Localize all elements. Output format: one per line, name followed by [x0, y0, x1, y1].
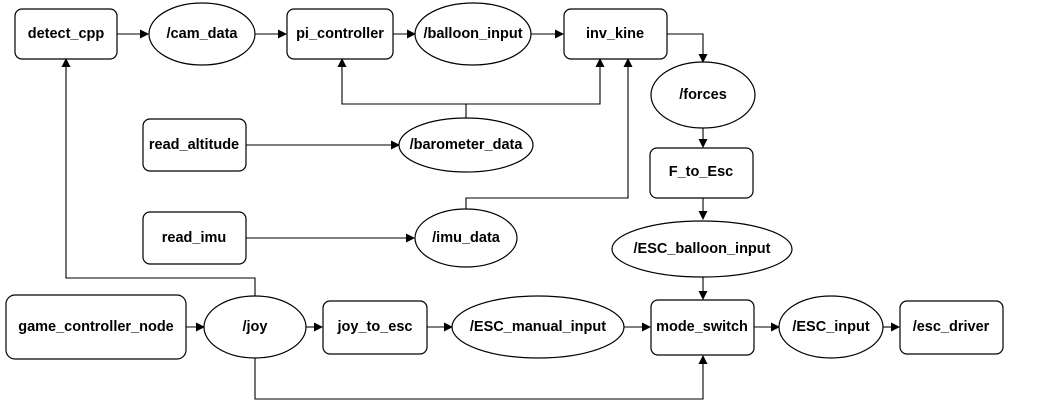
node-label: pi_controller	[296, 26, 384, 42]
node-esc-driver[interactable]: /esc_driver	[899, 300, 1004, 355]
node-label: joy_to_esc	[337, 319, 413, 335]
edge-barometer-data-to-pi-controller	[337, 58, 467, 118]
edges	[61, 29, 900, 400]
topic-label: /ESC_balloon_input	[634, 241, 771, 257]
node-mode-switch[interactable]: mode_switch	[650, 299, 755, 356]
node-label: detect_cpp	[28, 26, 105, 42]
node-read-altitude[interactable]: read_altitude	[142, 118, 247, 172]
topic-label: /imu_data	[432, 230, 501, 246]
node-detect-cpp[interactable]: detect_cpp	[14, 8, 118, 60]
topic-esc-input[interactable]: /ESC_input	[778, 295, 884, 359]
topic-cam-data[interactable]: /cam_data	[148, 2, 256, 66]
topic-label: /ESC_input	[792, 319, 870, 335]
topic-label: /barometer_data	[410, 137, 524, 153]
edge-barometer-data-to-inv-kine	[466, 58, 605, 105]
node-game-controller-node[interactable]: game_controller_node	[5, 294, 187, 360]
node-pi-controller[interactable]: pi_controller	[286, 8, 394, 60]
node-label: mode_switch	[656, 319, 748, 335]
node-f-to-esc[interactable]: F_to_Esc	[649, 147, 754, 199]
topic-forces[interactable]: /forces	[650, 61, 756, 129]
topic-barometer-data[interactable]: /barometer_data	[398, 117, 534, 173]
node-label: game_controller_node	[18, 319, 174, 335]
topic-joy[interactable]: /joy	[203, 295, 307, 359]
edge-joy-to-mode-switch	[254, 355, 708, 400]
node-inv-kine[interactable]: inv_kine	[563, 8, 668, 60]
node-label: read_altitude	[149, 137, 239, 153]
node-label: read_imu	[162, 230, 226, 246]
node-label: F_to_Esc	[669, 164, 733, 180]
topic-label: /forces	[679, 87, 727, 103]
topic-balloon-input[interactable]: /balloon_input	[414, 2, 532, 66]
node-label: inv_kine	[586, 26, 644, 42]
topic-esc-manual-input[interactable]: /ESC_manual_input	[451, 295, 625, 359]
node-read-imu[interactable]: read_imu	[142, 211, 247, 265]
topic-imu-data[interactable]: /imu_data	[414, 208, 518, 268]
edge-imu-data-to-inv-kine	[465, 58, 633, 209]
node-label: /esc_driver	[913, 319, 990, 335]
topic-label: /balloon_input	[423, 26, 522, 42]
edge-inv-kine-to-forces	[667, 33, 708, 63]
topic-esc-balloon-input[interactable]: /ESC_balloon_input	[611, 220, 793, 278]
topic-label: /ESC_manual_input	[470, 319, 606, 335]
edge-joy-to-detect-cpp	[61, 58, 256, 296]
topic-label: /joy	[243, 319, 268, 335]
node-joy-to-esc[interactable]: joy_to_esc	[322, 300, 428, 355]
topic-label: /cam_data	[167, 26, 239, 42]
